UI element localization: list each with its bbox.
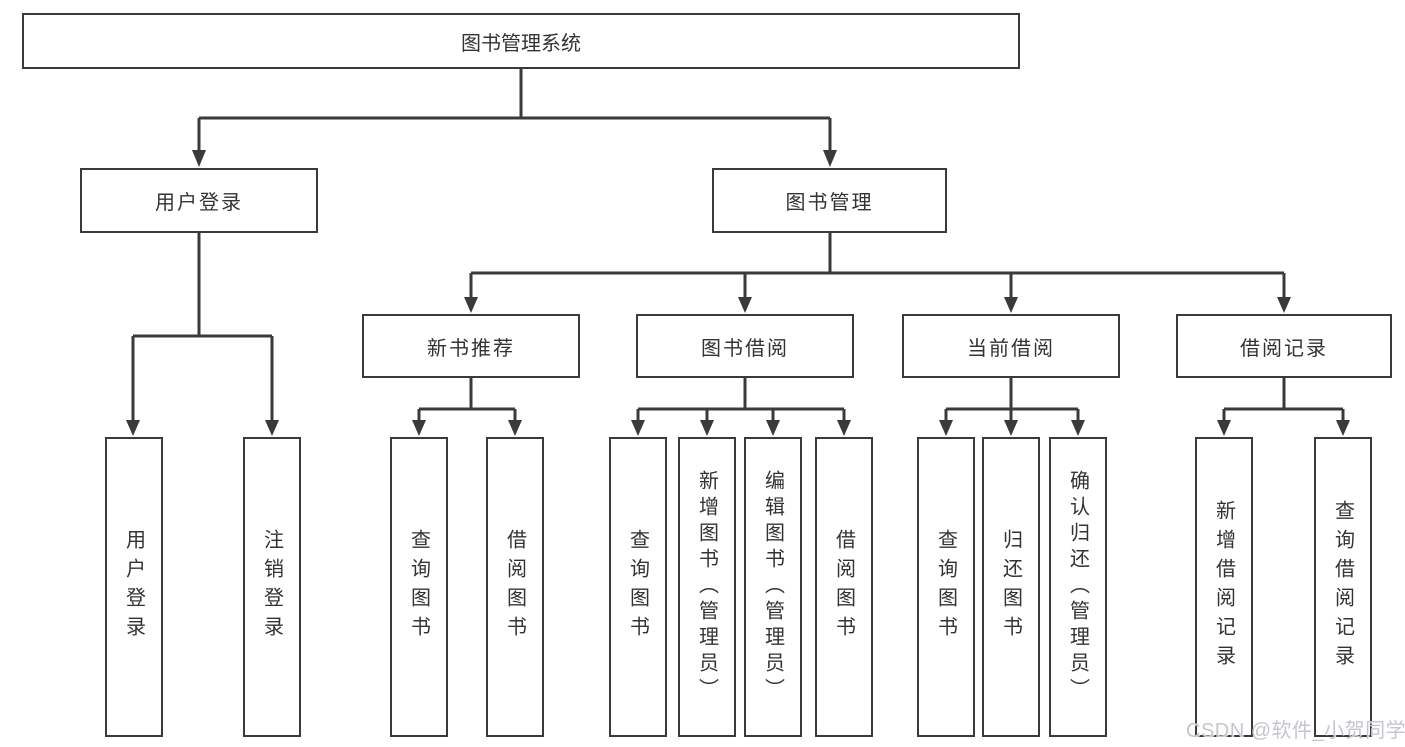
connector-book-borrowing [631,378,851,436]
leaf-br-add-record: 新增借阅记录 [1195,437,1253,737]
leaf-nb-query-books: 查询图书 [390,437,448,737]
node-current-borrowing: 当前借阅 [902,314,1120,378]
leaf-bb-add-books-admin: 新增图书（管理员） [678,437,736,737]
leaf-logout: 注销登录 [243,437,301,737]
leaf-nb-borrow-books: 借阅图书 [486,437,544,737]
node-new-book-recommend: 新书推荐 [362,314,580,378]
node-book-management: 图书管理 [712,168,947,233]
leaf-user-login: 用户登录 [105,437,163,737]
connector-root [192,69,837,167]
leaf-bb-edit-books-admin: 编辑图书（管理员） [744,437,802,737]
connector-user-login [126,233,279,436]
leaf-cb-return-books: 归还图书 [982,437,1040,737]
connector-borrowing-records [1217,378,1350,436]
node-user-login: 用户登录 [80,168,318,233]
node-borrowing-records: 借阅记录 [1176,314,1392,378]
connector-book-management [464,233,1291,313]
node-root-system: 图书管理系统 [22,13,1020,69]
csdn-watermark: CSDN @软件_小贺同学 [1186,720,1405,742]
connector-current-borrowing [939,378,1085,436]
leaf-cb-confirm-return-admin: 确认归还（管理员） [1049,437,1107,737]
leaf-bb-borrow-books: 借阅图书 [815,437,873,737]
connector-new-book-recommend [412,378,522,436]
leaf-cb-query-books: 查询图书 [917,437,975,737]
leaf-bb-query-books: 查询图书 [609,437,667,737]
leaf-br-query-record: 查询借阅记录 [1314,437,1372,737]
node-book-borrowing: 图书借阅 [636,314,854,378]
